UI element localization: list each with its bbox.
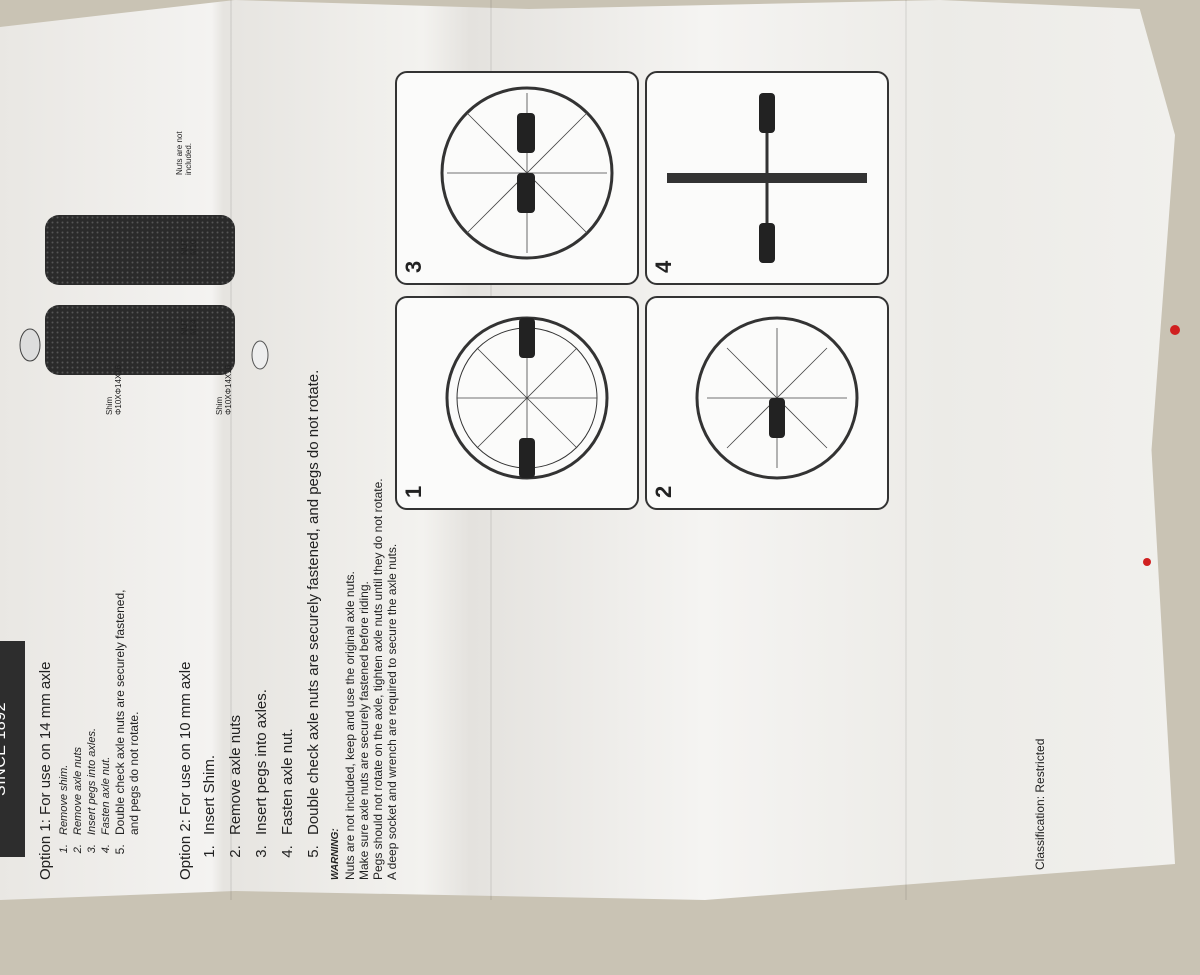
panel-step-3: 3: [395, 71, 639, 285]
wheel-icon: [695, 316, 859, 480]
option1-step: Remove shim.: [57, 590, 71, 841]
wheel-icon: [445, 316, 609, 480]
option1-step: Remove axle nuts: [71, 590, 85, 841]
option1-step: Fasten axle nut.: [99, 590, 113, 841]
pegs-illustration: [19, 215, 269, 375]
fold-crease: [905, 0, 907, 900]
halfords-logo: halfords SINCE 1892: [0, 641, 25, 857]
nut-m14-label: NUT M14: [180, 318, 198, 335]
background-dot: [1143, 558, 1151, 566]
warning-line: A deep socket and wrench are required to…: [385, 543, 399, 880]
option1-step: and pegs do not rotate.: [127, 711, 141, 835]
warning-heading: WARNING:: [330, 828, 341, 880]
warning-line: Make sure axle nuts are securely fastene…: [357, 581, 371, 880]
option1-steps: Remove shim. Remove axle nuts Insert peg…: [57, 590, 141, 863]
panel-step-2: 2: [645, 296, 889, 510]
option1-title: Option 1: For use on 14 mm axle: [37, 661, 54, 880]
option2-step: Fasten axle nut.: [275, 370, 301, 841]
nut-icon: [19, 328, 41, 362]
panel-step-4: 4: [645, 71, 889, 285]
fold-crease: [230, 0, 232, 900]
bike-top-view-icon: [667, 93, 867, 263]
warning-line: Nuts are not included, keep and use the …: [343, 571, 357, 880]
option1-step: Insert pegs into axles.: [85, 590, 99, 841]
shim-icon: [251, 340, 269, 370]
shim1-label: Shim Φ10XΦ14X16: [105, 364, 123, 415]
nut-m10-label: NUT M10: [180, 238, 198, 255]
warning-line: Pegs should not rotate on the axle, tigh…: [371, 478, 385, 880]
nuts-note-label: Nuts are not included.: [175, 131, 193, 175]
peg-knurled-icon: [45, 305, 235, 375]
option1-step: Double check axle nuts are securely fast…: [113, 590, 127, 841]
classification-label: Classification: Restricted: [1033, 738, 1047, 870]
warning-text: Nuts are not included, keep and use the …: [343, 478, 399, 880]
option2-step: Double check axle nuts are securely fast…: [301, 370, 327, 841]
peg-knurled-icon: [45, 215, 235, 285]
option2-title: Option 2: For use on 10 mm axle: [177, 661, 194, 880]
instruction-document: halfords SINCE 1892 Option 1: For use on…: [0, 71, 1125, 975]
shim2-label: Shim Φ10XΦ14X16: [215, 364, 233, 415]
logo-tagline: SINCE 1892: [0, 702, 9, 796]
panel-step-1: 1: [395, 296, 639, 510]
wheel-icon: [440, 86, 614, 260]
background-dot: [1170, 325, 1180, 335]
